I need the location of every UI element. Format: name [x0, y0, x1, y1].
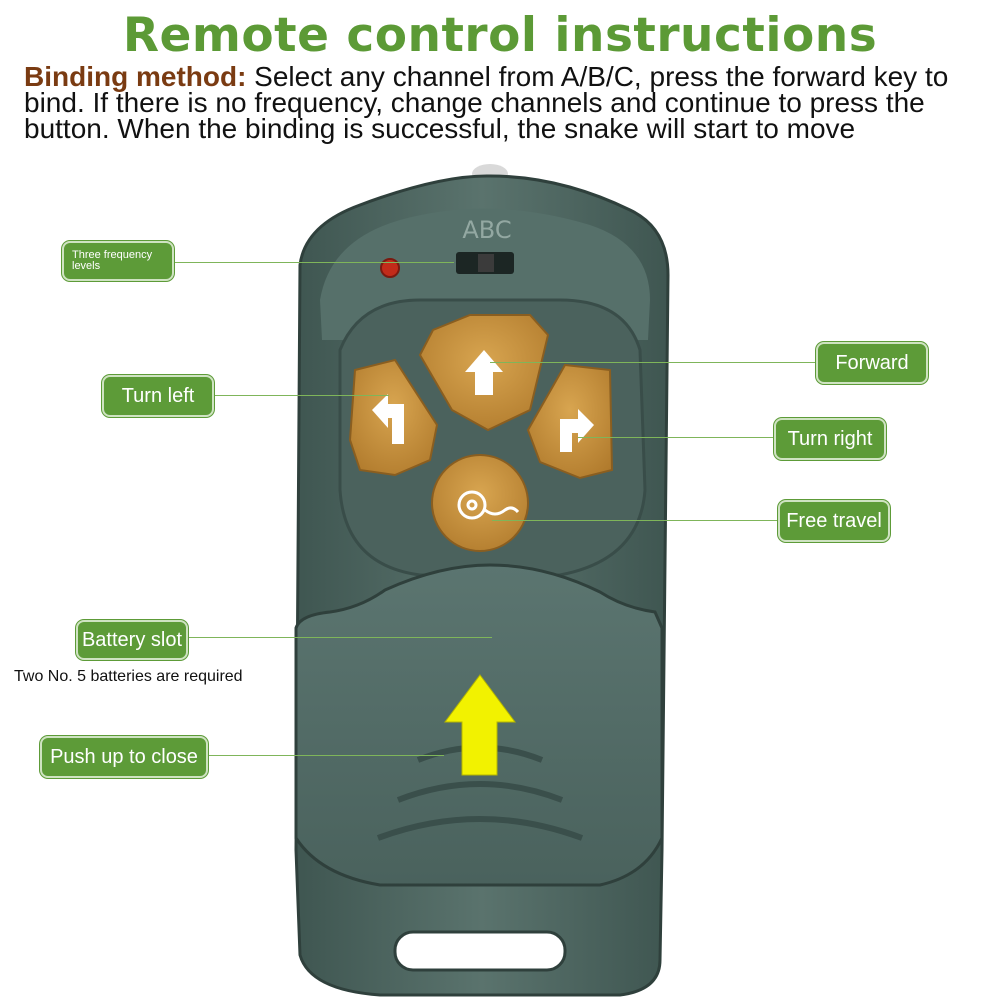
arrow-up-icon: [465, 350, 503, 395]
free-travel-button[interactable]: [431, 454, 529, 552]
led-indicator: [380, 258, 400, 278]
free-travel-leader: [492, 520, 778, 521]
snake-icon: [457, 490, 520, 520]
forward-button[interactable]: [418, 314, 550, 432]
switch-label: ABC: [462, 216, 511, 244]
turn-left-callout: Turn left: [102, 375, 214, 417]
turn-right-callout: Turn right: [774, 418, 886, 460]
forward-callout: Forward: [816, 342, 928, 384]
frequency-leader: [172, 262, 454, 263]
frequency-callout: Three frequency levels: [62, 241, 174, 281]
binding-label: Binding method:: [24, 61, 247, 92]
push-up-callout: Push up to close: [40, 736, 208, 778]
grip-arc-3: [376, 816, 584, 841]
turn-right-icon: [560, 409, 594, 452]
switch-knob[interactable]: [478, 254, 494, 272]
push-up-leader: [206, 755, 444, 756]
push-up-arrow-icon: [444, 674, 516, 776]
grip-arc-2: [396, 781, 564, 803]
battery-slot-callout: Battery slot: [76, 620, 188, 660]
turn-right-leader: [578, 437, 774, 438]
binding-instructions: Binding method: Select any channel from …: [24, 61, 984, 144]
lanyard-hole: [393, 930, 567, 972]
turn-left-icon: [372, 394, 404, 444]
page-title: Remote control instructions: [122, 8, 878, 63]
turn-right-button[interactable]: [526, 363, 614, 480]
turn-left-button[interactable]: [348, 358, 439, 477]
battery-note: Two No. 5 batteries are required: [14, 668, 243, 685]
turn-left-leader: [214, 395, 389, 396]
binding-text: Select any channel from A/B/C, press the…: [24, 61, 949, 144]
battery-slot-leader: [186, 637, 492, 638]
free-travel-callout: Free travel: [778, 500, 890, 542]
forward-leader: [490, 362, 816, 363]
